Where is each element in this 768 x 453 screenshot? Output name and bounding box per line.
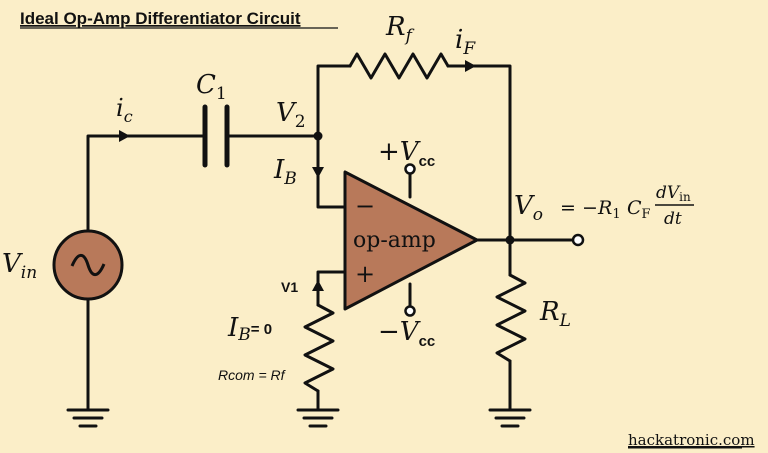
equation-numerator: dVin (656, 183, 691, 204)
vcc-neg-terminal (404, 305, 416, 317)
output-terminal (571, 233, 585, 247)
if-arrow-icon (465, 60, 476, 72)
rf-resistor (348, 52, 450, 80)
vcc-pos-label: +Vcc (378, 137, 435, 170)
node-output (505, 235, 515, 245)
wire-plus-to-rcom (316, 270, 347, 307)
wire-feedback-right (446, 64, 512, 242)
ground-rl-icon (488, 408, 532, 428)
equation-c: CF (627, 197, 651, 222)
v1-arrow-icon (312, 280, 324, 291)
labels: Rf iF C1 ic V2 IB +Vcc −Vcc op-amp − + V… (2, 12, 694, 383)
sine-wave-icon (70, 253, 106, 277)
node-v2 (313, 131, 323, 141)
v1-label: V1 (281, 279, 298, 295)
ic-label: ic (116, 94, 133, 126)
vcc-neg-label: −Vcc (378, 317, 435, 350)
opamp-triangle (343, 170, 479, 311)
opamp-label: op-amp (353, 228, 436, 253)
ground-rcom-icon (296, 408, 340, 428)
ib-zero-label: IB= 0 (227, 313, 272, 345)
ic-arrow-icon (119, 130, 130, 142)
c1-label: C1 (196, 70, 227, 104)
wire-v2-to-minus (316, 134, 347, 209)
vo-label: Vo (514, 191, 543, 225)
rl-resistor (495, 273, 527, 363)
rcom-resistor (303, 303, 335, 393)
equation-denominator: dt (664, 209, 682, 229)
opamp-minus-sign: − (355, 192, 375, 220)
ground-left-icon (66, 408, 110, 428)
wire-vin-to-c1 (86, 134, 200, 234)
ground-symbols (66, 408, 532, 428)
equation-equals: = − (560, 197, 598, 219)
ib-arrow-icon (312, 167, 324, 178)
wire-feedback-left (316, 64, 352, 138)
diagram-title: Ideal Op-Amp Differentiator Circuit (20, 9, 301, 28)
v2-label: V2 (276, 98, 306, 132)
equation-r: R1 (597, 197, 621, 222)
rcom-label: Rcom = Rf (218, 367, 287, 383)
wires (86, 52, 577, 412)
if-label: iF (455, 25, 476, 59)
rf-label: Rf (385, 12, 415, 46)
vin-label: Vin (2, 249, 37, 283)
vcc-pos-terminal (404, 163, 416, 175)
opamp-plus-sign: + (355, 260, 375, 288)
rl-label: RL (539, 297, 571, 331)
watermark-text: hackatronic.com (628, 431, 755, 449)
ib-label: IB (273, 155, 297, 189)
